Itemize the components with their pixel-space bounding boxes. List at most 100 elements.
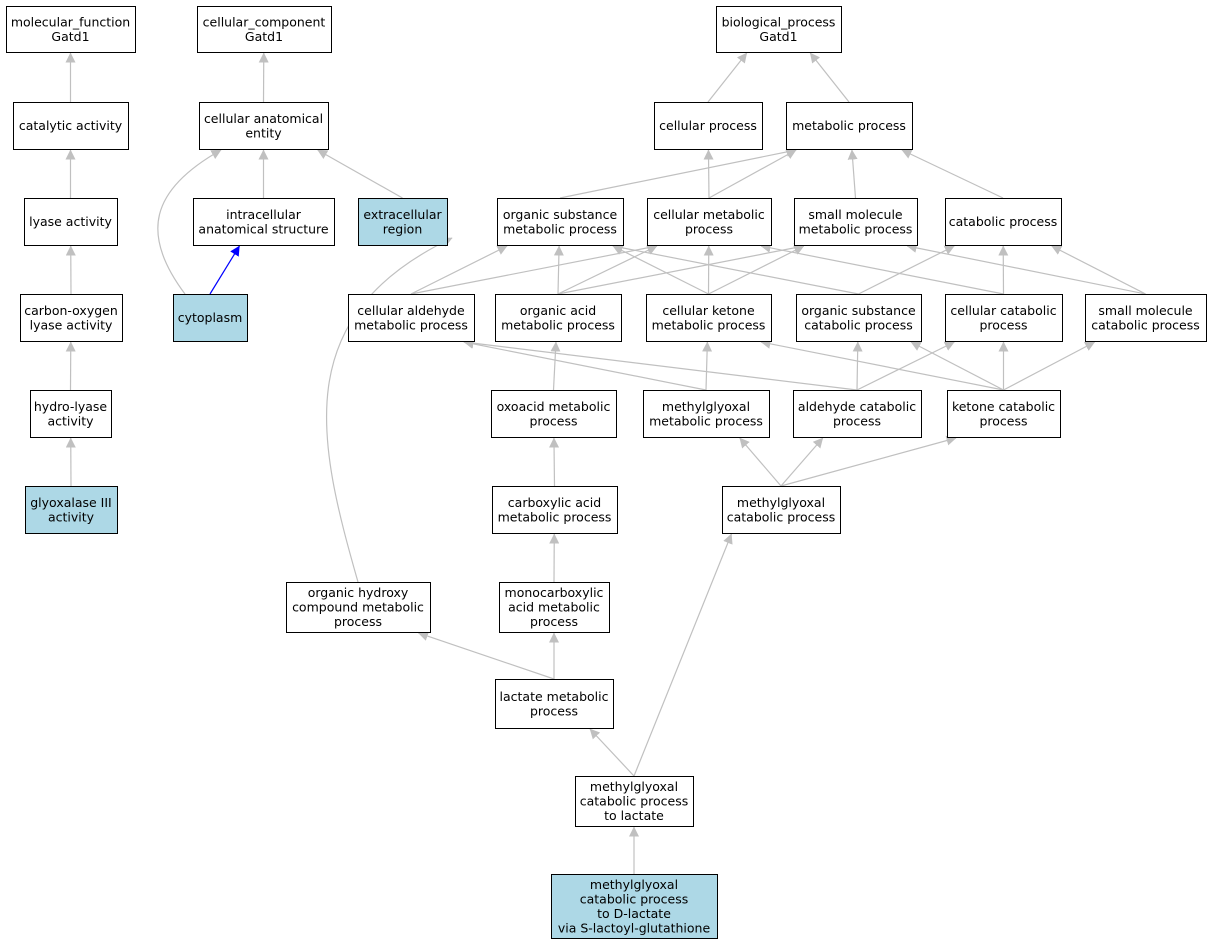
node-box [794, 198, 918, 246]
node-box [6, 6, 136, 53]
node-box [492, 486, 618, 534]
node-label-line: ketone catabolic [952, 399, 1055, 414]
node-label-line: small molecule [808, 207, 903, 222]
node-catalytic[interactable]: catalytic activity [13, 102, 129, 150]
node-label-line: cellular process [659, 118, 757, 133]
node-label-line: region [383, 221, 423, 236]
node-box [495, 294, 622, 342]
edge-cellular-process-to-bp-root [707, 52, 748, 103]
edge-ohcmp-to-osmp [325, 237, 453, 583]
edge-aldcp-to-ccp [856, 341, 955, 391]
node-label-line: glyoxalase III [30, 495, 112, 510]
node-cytoplasm[interactable]: cytoplasm [173, 294, 248, 342]
edge-mgcp-lac-to-lactate [589, 728, 635, 777]
node-box [647, 198, 772, 246]
node-label-line: to D-lactate [597, 906, 671, 921]
node-label-line: catabolic process [727, 509, 836, 524]
edge-ckmp-to-osmp [612, 245, 709, 295]
edge-lactate-to-ohcmp [418, 631, 555, 680]
node-label-line: carboxylic acid [508, 495, 601, 510]
node-label-line: methylglyoxal [590, 877, 678, 892]
node-label-line: metabolic process [799, 221, 913, 236]
node-label-line: hydro-lyase [34, 399, 108, 414]
node-label-line: aldehyde catabolic [798, 399, 916, 414]
node-label-line: monocarboxylic [505, 585, 604, 600]
node-label-line: organic acid [520, 303, 596, 318]
node-label-line: Gatd1 [759, 29, 797, 44]
node-label-line: catabolic process [580, 794, 689, 809]
node-label-line: entity [245, 125, 282, 140]
edge-extracellular-to-cae [317, 149, 403, 199]
edge-mgcp-to-ketcp [780, 435, 957, 487]
edge-oscp-to-osmp [612, 242, 859, 295]
node-label-line: lyase activity [30, 317, 113, 332]
edge-smcp-to-smmp [906, 242, 1146, 295]
edge-carboxylic-to-oxoacid [549, 437, 560, 487]
edge-cytoplasm-to-ias [209, 245, 240, 295]
node-label-line: methylglyoxal [737, 495, 825, 510]
edges-layer [65, 52, 1146, 874]
edge-mgcp-lac-to-mgcp [633, 533, 733, 777]
edge-mgmp-to-camp [463, 338, 707, 391]
edge-aldcp-to-oscp [852, 341, 863, 391]
node-catabolic[interactable]: catabolic process [945, 198, 1062, 246]
edge-metabolic-process-to-bp-root [809, 52, 850, 103]
node-label-line: cellular ketone [662, 303, 755, 318]
node-lyase[interactable]: lyase activity [24, 198, 118, 246]
node-label-line: process [530, 703, 578, 718]
node-label-line: biological_process [722, 14, 836, 29]
node-label-line: process [530, 614, 578, 629]
node-cellular-process[interactable]: cellular process [654, 102, 763, 150]
edge-catabolic-to-metabolic-process [901, 149, 1004, 199]
node-box [1085, 294, 1207, 342]
node-metabolic-process[interactable]: metabolic process [786, 102, 913, 150]
edge-mgcp-to-mgmp [739, 437, 782, 487]
node-label-line: anatomical structure [198, 221, 328, 236]
node-label-line: carbon-oxygen [24, 303, 118, 318]
node-box [793, 390, 922, 438]
edge-ketcp-to-smcp [1003, 341, 1096, 391]
node-label-line: extracellular [363, 207, 442, 222]
node-label-line: catalytic activity [19, 118, 123, 133]
node-box [495, 679, 614, 729]
node-box [947, 390, 1061, 438]
edge-cmp-to-cellular-process [703, 149, 714, 199]
edge-oamp-to-cmp [557, 245, 658, 295]
edge-smmp-to-metabolic-process [847, 149, 858, 199]
node-label-line: catabolic process [1091, 317, 1200, 332]
edge-ketcp-to-oscp [910, 341, 1004, 391]
edge-osmp-to-metabolic-process [559, 146, 797, 199]
edge-smcp-to-catabolic [1051, 245, 1146, 295]
edge-oscp-to-catabolic [858, 245, 955, 295]
node-label-line: oxoacid metabolic [497, 399, 611, 414]
